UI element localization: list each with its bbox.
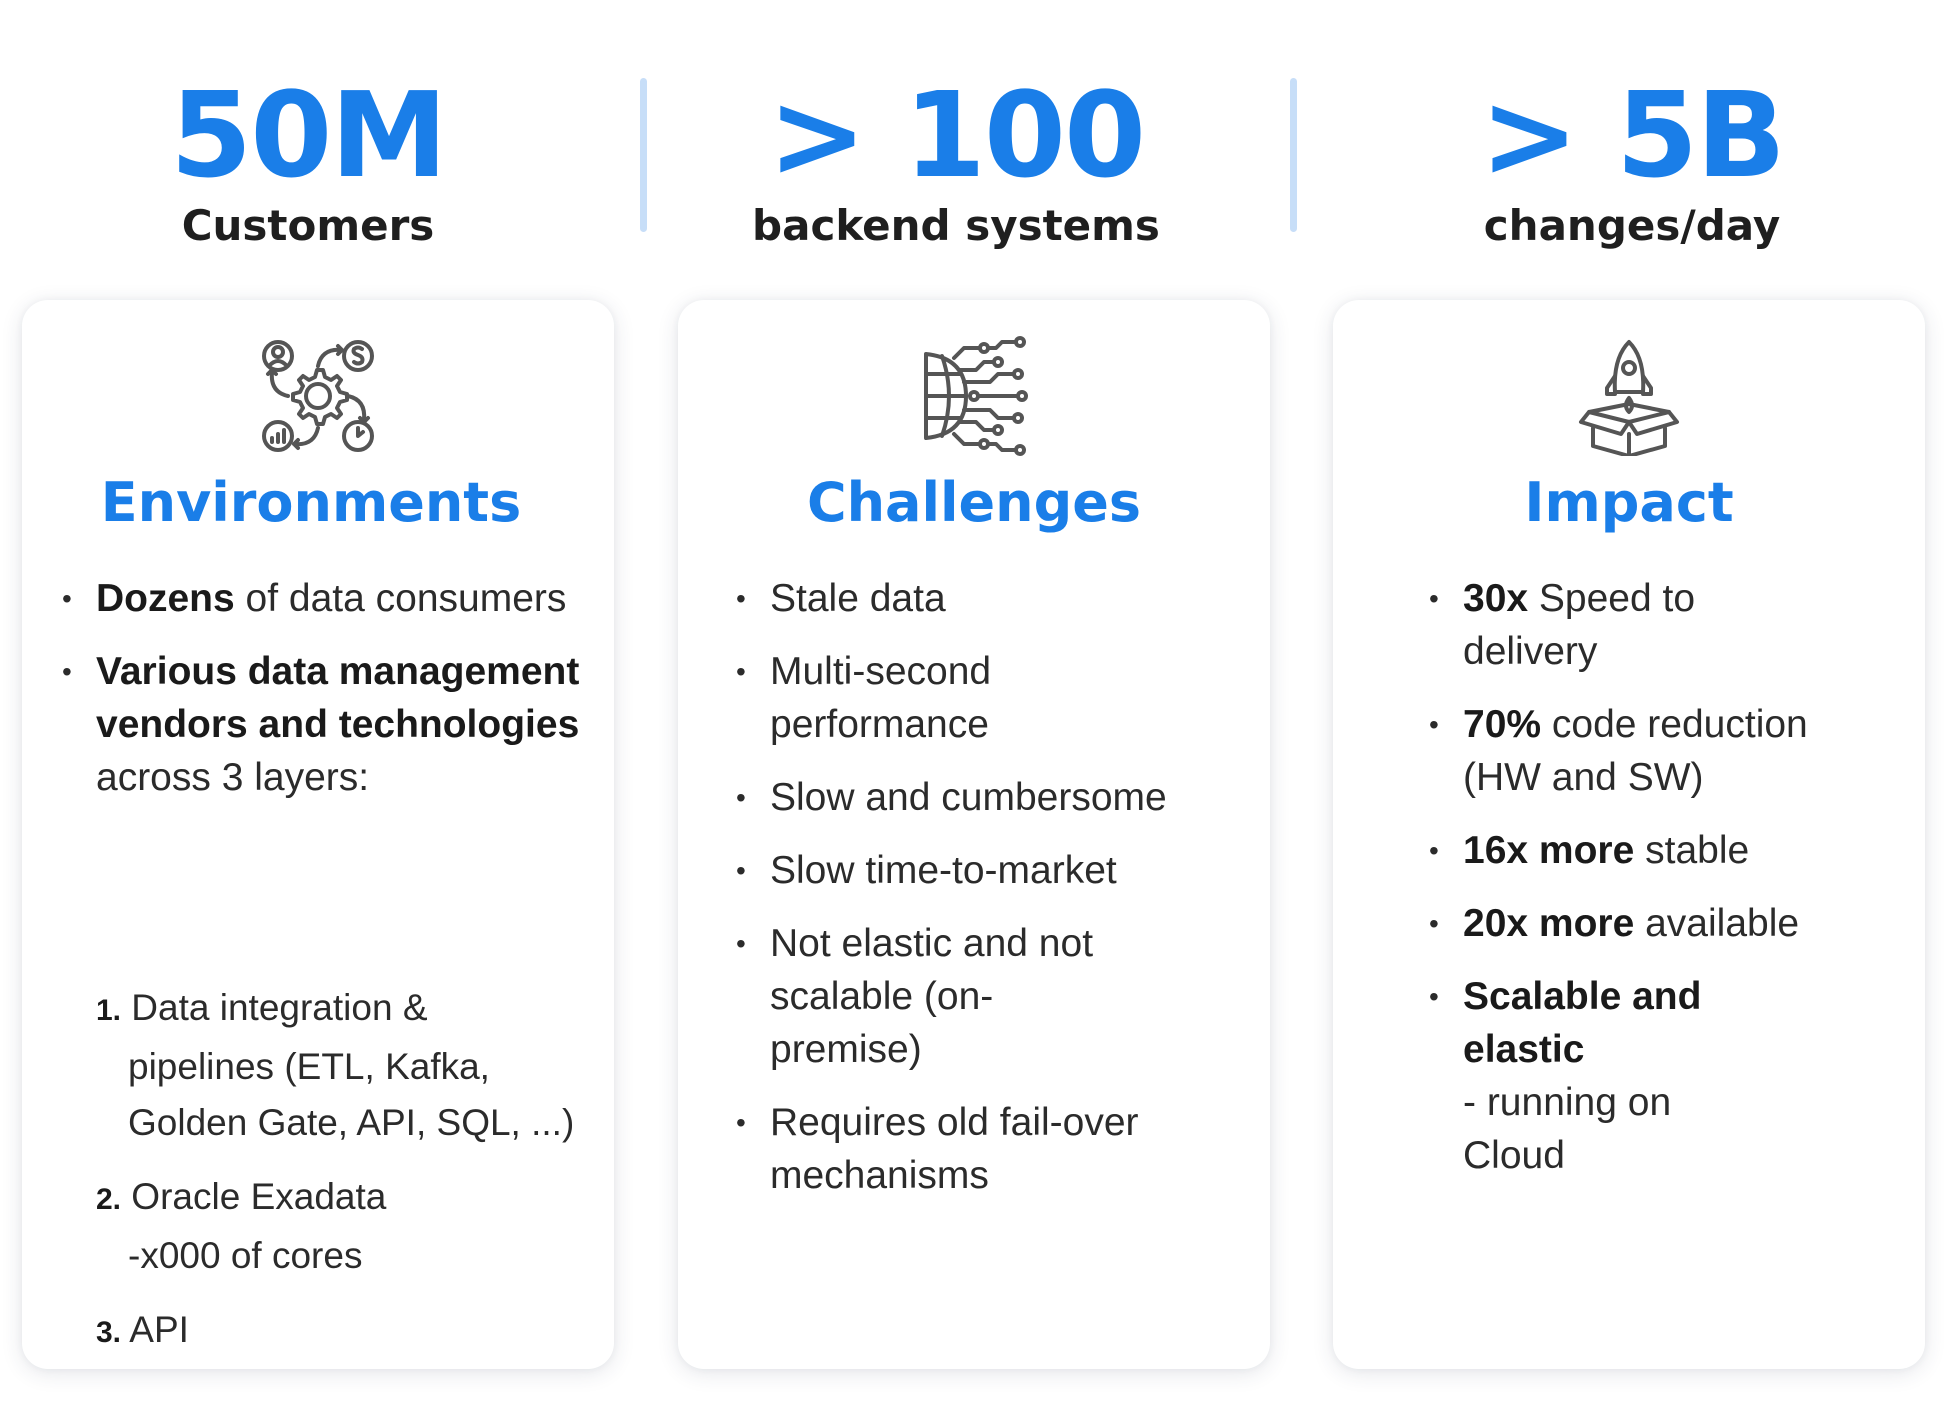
divider (640, 78, 647, 232)
list-item: Multi-second performance (678, 645, 1018, 751)
list-item: Slow and cumbersome (678, 771, 1270, 824)
card-title: Challenges (806, 471, 1142, 534)
list-item: 20x more available (1333, 897, 1925, 950)
stat-value: 50M (170, 66, 448, 204)
card-title: Impact (1524, 471, 1734, 534)
stat-value: > 5B (1480, 66, 1786, 204)
card-title: Environments (100, 471, 522, 534)
divider (1290, 78, 1297, 232)
rocket-box-icon (1579, 340, 1679, 456)
list-item: Slow time-to-market (678, 844, 1270, 897)
gear-cycle-icon (262, 340, 374, 452)
stat-value: > 100 (767, 66, 1146, 204)
list-item: Dozens of data consumers (22, 572, 614, 625)
list-item: 2. Oracle Exadata-x000 of cores (96, 1176, 387, 1276)
stat-label: Customers (181, 201, 435, 250)
list-item: 70% code reduction (HW and SW) (1333, 698, 1873, 804)
list-item: Stale data (678, 572, 1270, 625)
stat-customers: 50M Customers (28, 70, 588, 254)
stat-label: backend systems (752, 201, 1160, 250)
environments-list: Dozens of data consumers Various data ma… (22, 572, 614, 824)
stat-label: changes/day (1483, 201, 1781, 250)
list-item: Requires old fail-over mechanisms (678, 1096, 1158, 1202)
list-item: 30x Speed to delivery (1333, 572, 1733, 678)
stat-backend-systems: > 100 backend systems (676, 70, 1236, 254)
globe-circuit-icon (924, 336, 1028, 456)
card-challenges: Challenges Stale data Multi-second perfo… (678, 300, 1270, 1369)
list-item: Various data management vendors and tech… (22, 645, 614, 804)
list-item: Scalable and elastic- running on Cloud (1333, 970, 1733, 1182)
list-item: 16x more stable (1333, 824, 1925, 877)
challenges-list: Stale data Multi-second performance Slow… (678, 572, 1270, 1222)
stat-changes-per-day: > 5B changes/day (1352, 70, 1912, 254)
list-item: 3. API (96, 1309, 189, 1350)
card-impact: Impact 30x Speed to delivery 70% code re… (1333, 300, 1925, 1369)
list-item: 1. Data integration &pipelines (ETL, Kaf… (96, 987, 575, 1143)
impact-list: 30x Speed to delivery 70% code reduction… (1333, 572, 1925, 1202)
layers-list: 1. Data integration &pipelines (ETL, Kaf… (96, 980, 604, 1379)
card-environments: Environments Dozens of data consumers Va… (22, 300, 614, 1369)
list-item: Not elastic and not scalable (on-premise… (678, 917, 1128, 1076)
